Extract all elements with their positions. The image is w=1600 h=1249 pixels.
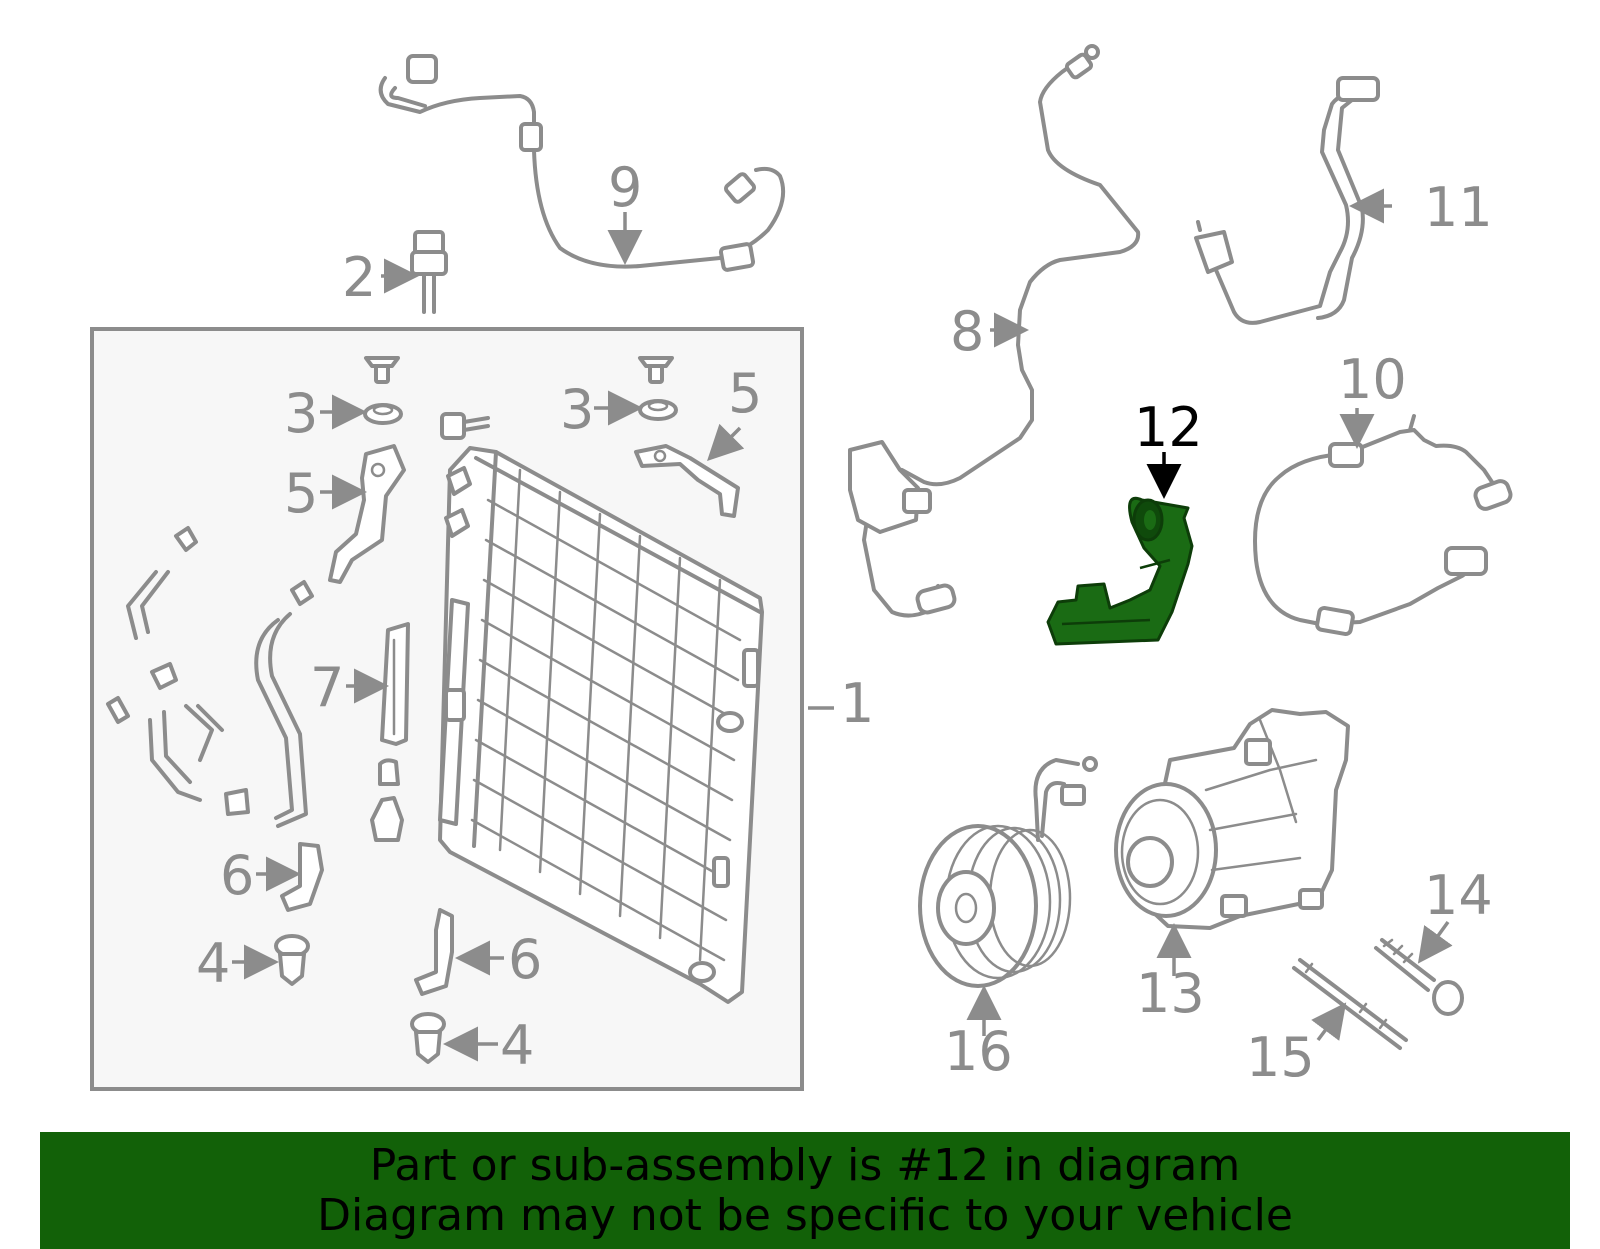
part-5-bracket-right[interactable] bbox=[634, 444, 740, 518]
callout-9: 9 bbox=[608, 156, 642, 219]
footer-line-1: Part or sub-assembly is #12 in diagram bbox=[369, 1139, 1241, 1191]
part-12-bracket-highlighted[interactable] bbox=[1046, 496, 1194, 646]
callout-2: 2 bbox=[342, 246, 376, 309]
callout-12: 12 bbox=[1134, 396, 1203, 459]
part-9-ac-hose[interactable] bbox=[378, 54, 785, 272]
callout-4-right: 4 bbox=[500, 1014, 534, 1077]
callout-8: 8 bbox=[950, 300, 984, 363]
callout-14: 14 bbox=[1424, 864, 1493, 927]
part-14-bolt[interactable] bbox=[1374, 938, 1464, 1016]
callout-16: 16 bbox=[944, 1020, 1013, 1083]
condenser-bolt bbox=[440, 412, 490, 440]
part-4-clip-left[interactable] bbox=[274, 934, 310, 986]
receiver-pipes bbox=[106, 526, 314, 828]
callout-3-left: 3 bbox=[284, 382, 318, 445]
part-4-clip-right[interactable] bbox=[410, 1012, 446, 1064]
part-8-liquid-line[interactable] bbox=[848, 44, 1141, 618]
callout-15: 15 bbox=[1246, 1026, 1315, 1089]
part-2-pressure-switch[interactable] bbox=[410, 230, 448, 314]
part-7-receiver[interactable] bbox=[370, 622, 410, 842]
part-15-stud[interactable] bbox=[1292, 958, 1408, 1050]
footer-banner bbox=[40, 1132, 1570, 1249]
callout-6-right: 6 bbox=[508, 928, 542, 991]
callout-13: 13 bbox=[1136, 962, 1205, 1025]
callout-5-right: 5 bbox=[728, 362, 762, 425]
callout-5-left: 5 bbox=[284, 462, 318, 525]
part-10-discharge-hose[interactable] bbox=[1253, 414, 1513, 636]
part-16-clutch-pulley[interactable] bbox=[918, 756, 1098, 988]
callout-4-left: 4 bbox=[196, 932, 230, 995]
part-13-compressor[interactable] bbox=[1114, 708, 1350, 930]
callout-6-left: 6 bbox=[220, 844, 254, 907]
callout-3-right: 3 bbox=[560, 378, 594, 441]
part-11-suction-hose[interactable] bbox=[1194, 76, 1380, 325]
footer-line-2: Diagram may not be specific to your vehi… bbox=[317, 1189, 1293, 1241]
footer-notice: Part or sub-assembly is #12 in diagram D… bbox=[40, 1132, 1570, 1249]
callout-1: 1 bbox=[840, 672, 874, 735]
part-1-condenser[interactable] bbox=[438, 446, 764, 1004]
callout-11: 11 bbox=[1424, 176, 1493, 239]
callout-10: 10 bbox=[1338, 348, 1407, 411]
part-6-bracket-right[interactable] bbox=[414, 908, 454, 996]
callout-7: 7 bbox=[310, 656, 344, 719]
